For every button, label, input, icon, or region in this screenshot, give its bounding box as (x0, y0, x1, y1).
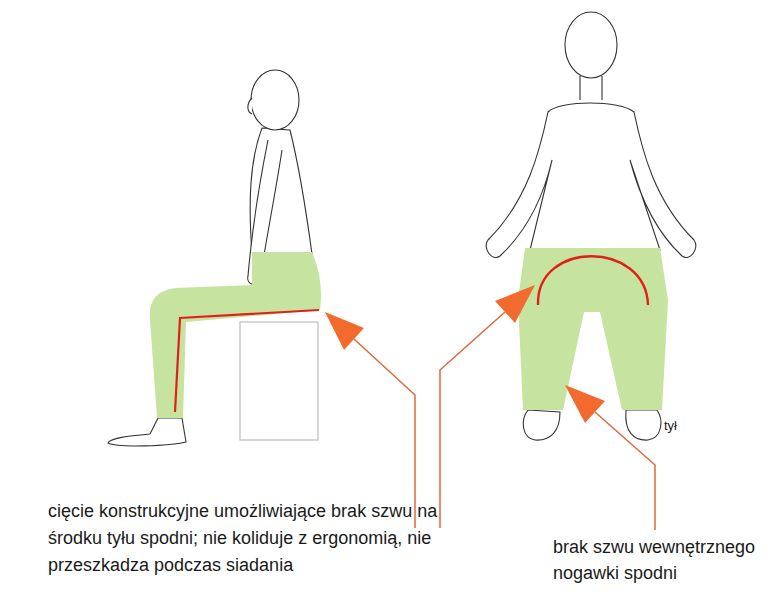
standing-child (486, 12, 696, 440)
stool (240, 322, 318, 440)
trousers-front (518, 248, 668, 410)
callout-text: brak szwu wewnętrznego nogawki spodni (553, 534, 773, 586)
callout-text: cięcie konstrukcyjne umożliwiające brak … (48, 498, 443, 579)
callout-arrow (565, 385, 655, 530)
seam-line (175, 310, 319, 412)
seam-line (538, 256, 648, 305)
callout-arrow (440, 285, 535, 528)
callout-arrow (325, 312, 415, 528)
view-label: tył (664, 418, 704, 434)
trousers-side (150, 252, 321, 418)
